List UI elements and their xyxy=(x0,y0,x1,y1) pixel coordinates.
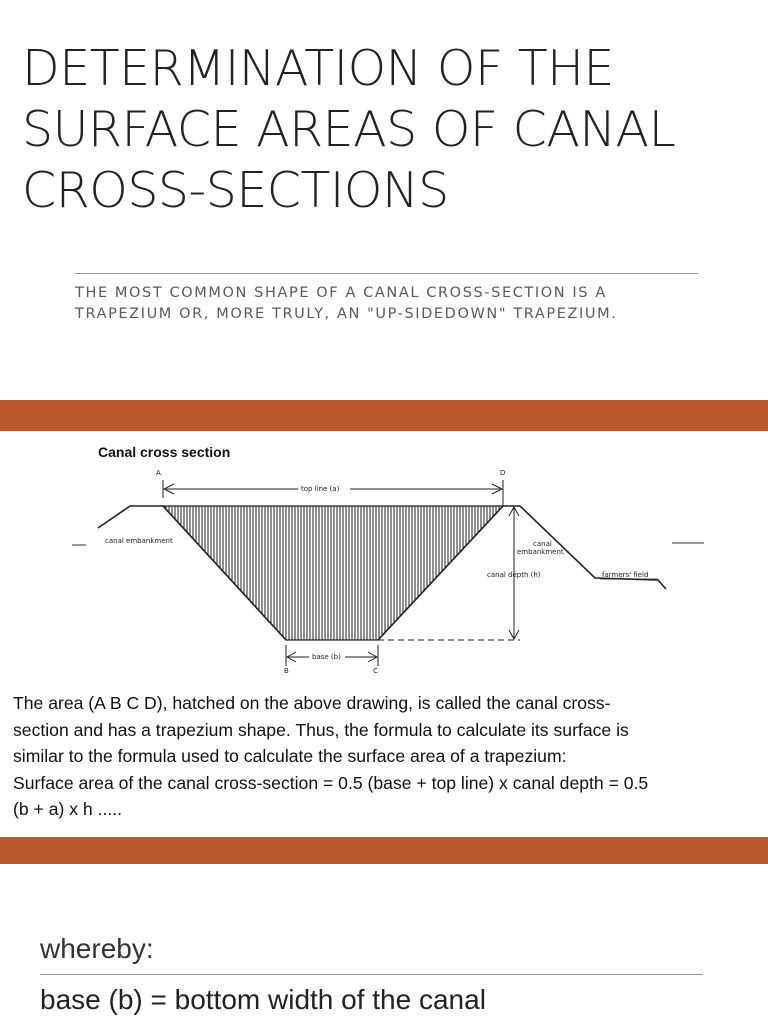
definitions-divider xyxy=(40,974,703,975)
right-embankment-outline xyxy=(377,505,667,641)
left-embankment-outline xyxy=(97,505,287,641)
base-label: base (b) xyxy=(312,653,341,661)
explanation-paragraph: The area (A B C D), hatched on the above… xyxy=(13,693,649,819)
title-divider xyxy=(75,273,698,274)
canal-cross-section-area xyxy=(161,505,505,641)
farmers-field-label: farmers' field xyxy=(602,571,648,579)
canal-cross-section-diagram: A D B C top line (a) base (b) canal emba… xyxy=(72,469,704,675)
canal-embankment-right-label-1: canal xyxy=(533,540,552,548)
figure-title: Canal cross section xyxy=(98,444,231,460)
point-b-label: B xyxy=(284,667,289,675)
point-d-label: D xyxy=(500,469,505,477)
canal-depth-label: canal depth (h) xyxy=(487,571,541,579)
base-definition: base (b) = bottom width of the canal xyxy=(40,984,486,1015)
slide-title: DETERMINATION OF THE SURFACE AREAS OF CA… xyxy=(22,40,676,219)
slide-subtitle: THE MOST COMMON SHAPE OF A CANAL CROSS-S… xyxy=(75,285,618,322)
canal-embankment-left-label: canal embankment xyxy=(105,537,173,545)
accent-band-top xyxy=(0,400,768,431)
canal-embankment-right-label-2: embankment xyxy=(517,548,564,556)
accent-band-bottom xyxy=(0,837,768,864)
point-a-label: A xyxy=(156,469,161,477)
point-c-label: C xyxy=(373,667,378,675)
definitions-heading: whereby: xyxy=(40,933,154,964)
top-line-label: top line (a) xyxy=(301,485,340,493)
